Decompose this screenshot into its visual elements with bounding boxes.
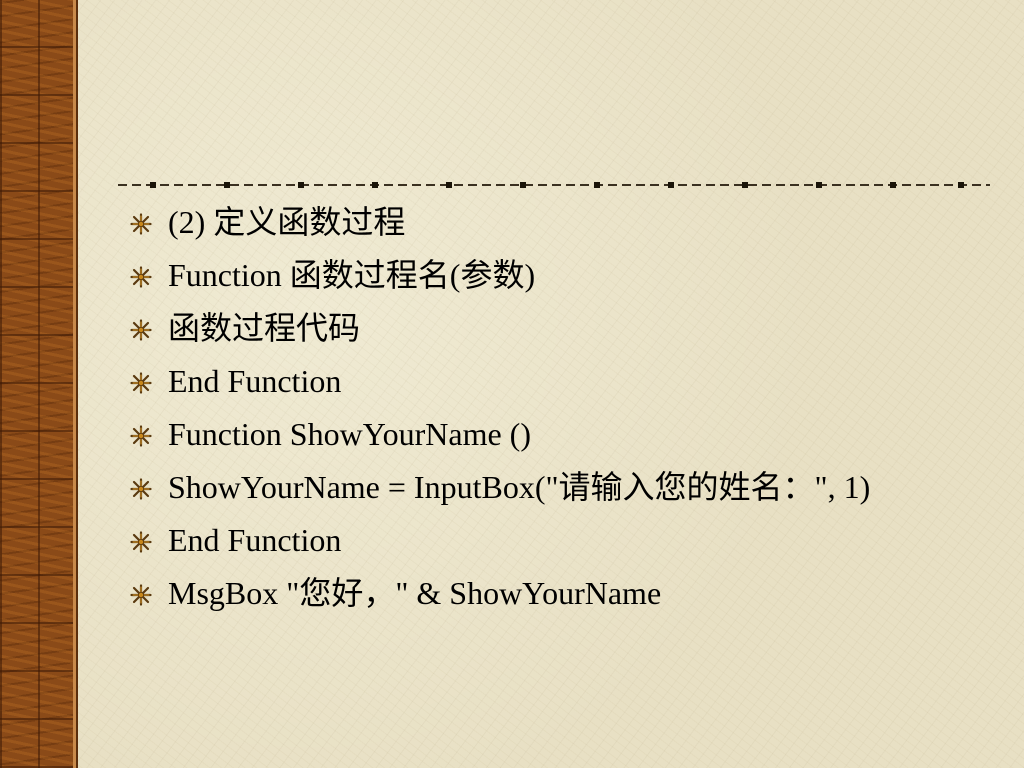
asterisk-star-icon xyxy=(130,478,152,500)
list-item-text: ShowYourName = InputBox("请输入您的姓名：", 1) xyxy=(168,469,871,505)
list-item: (2) 定义函数过程 xyxy=(128,200,968,244)
slide-content: (2) 定义函数过程 Function 函数过程名(参数) xyxy=(128,200,968,624)
list-item-text: 函数过程代码 xyxy=(168,310,361,346)
asterisk-star-icon xyxy=(130,266,152,288)
divider-dot xyxy=(958,182,964,188)
divider-dot xyxy=(372,182,378,188)
divider-dot xyxy=(668,182,674,188)
asterisk-star-icon xyxy=(130,319,152,341)
list-item-text: MsgBox "您好，" & ShowYourName xyxy=(168,575,662,611)
divider-dot xyxy=(816,182,822,188)
list-item: End Function xyxy=(128,518,968,562)
list-item-text: End Function xyxy=(168,522,342,558)
list-item: ShowYourName = InputBox("请输入您的姓名：", 1) xyxy=(128,465,968,509)
list-item: Function ShowYourName () xyxy=(128,412,968,456)
decorative-side-strip xyxy=(0,0,78,768)
divider-dot xyxy=(150,182,156,188)
divider-dot xyxy=(298,182,304,188)
divider-dot xyxy=(446,182,452,188)
list-item-text: Function 函数过程名(参数) xyxy=(168,257,536,293)
divider-dot xyxy=(890,182,896,188)
divider-dot xyxy=(594,182,600,188)
list-item-text: End Function xyxy=(168,363,342,399)
list-item: MsgBox "您好，" & ShowYourName xyxy=(128,571,968,615)
divider-dot xyxy=(224,182,230,188)
asterisk-star-icon xyxy=(130,531,152,553)
asterisk-star-icon xyxy=(130,372,152,394)
asterisk-star-icon xyxy=(130,584,152,606)
asterisk-star-icon xyxy=(130,425,152,447)
list-item: End Function xyxy=(128,359,968,403)
divider-dot xyxy=(520,182,526,188)
list-item: Function 函数过程名(参数) xyxy=(128,253,968,297)
asterisk-star-icon xyxy=(130,213,152,235)
list-item: 函数过程代码 xyxy=(128,306,968,350)
section-divider xyxy=(118,182,990,188)
list-item-text: (2) 定义函数过程 xyxy=(168,204,406,240)
divider-dot xyxy=(742,182,748,188)
list-item-text: Function ShowYourName () xyxy=(168,416,531,452)
side-strip-edge xyxy=(73,0,76,768)
